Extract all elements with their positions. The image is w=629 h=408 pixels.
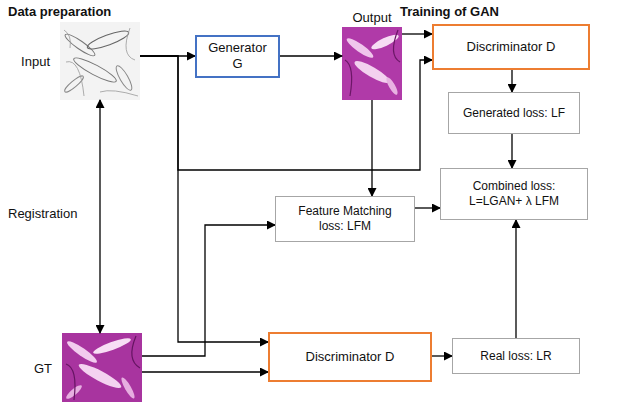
stain-lines	[345, 30, 400, 96]
section-heading: Data preparation	[8, 4, 111, 19]
image-label: GT	[34, 360, 52, 375]
stain-crystal	[384, 76, 399, 96]
discriminator-box: Discriminator D	[268, 332, 432, 382]
box-text: Feature Matching loss: LFM	[287, 204, 403, 234]
loss-box: Real loss: LR	[452, 338, 580, 374]
loss-box: Feature Matching loss: LFM	[275, 196, 415, 242]
gt-stain	[62, 333, 142, 402]
sketch-ground	[60, 22, 140, 100]
flow-arrow	[371, 100, 372, 196]
box-text: Real loss: LR	[480, 349, 551, 364]
flow-arrow	[142, 225, 275, 356]
sketch-crystal	[63, 31, 97, 58]
gt-image: GT	[62, 333, 142, 402]
flow-arrow	[432, 355, 452, 356]
stain-crystal	[76, 360, 123, 391]
stain-crystal	[345, 36, 376, 61]
flow-arrow	[142, 371, 268, 372]
box-text: Discriminator D	[306, 349, 395, 365]
flow-arrow	[511, 70, 512, 92]
box-text: Discriminator D	[467, 39, 556, 55]
section-heading: Training of GAN	[400, 4, 499, 19]
stain-crystal	[119, 376, 136, 400]
flow-arrow	[140, 56, 268, 342]
image-label: Output	[352, 10, 391, 25]
image-label: Input	[21, 54, 50, 69]
flow-arrow	[99, 100, 100, 333]
flow-arrow	[415, 207, 440, 208]
generator-box: Generator G	[195, 35, 280, 78]
output-stain	[342, 27, 402, 100]
input-sketch	[60, 22, 140, 100]
box-text: Combined loss: L=LGAN+ λ LFM	[455, 179, 573, 209]
combined-loss-box: Combined loss: L=LGAN+ λ LFM	[440, 168, 588, 220]
flow-arrow	[140, 56, 432, 170]
flow-arrow	[280, 55, 342, 56]
process-label: Registration	[8, 206, 77, 221]
flow-arrow	[402, 33, 432, 34]
input-image: Input	[60, 22, 140, 100]
output-image: Output	[342, 27, 402, 100]
stain-crystal	[352, 58, 392, 87]
box-text: Generator G	[203, 40, 273, 73]
stain-lines	[66, 336, 140, 400]
flow-arrow	[515, 220, 516, 338]
loss-box: Generated loss: LF	[448, 92, 580, 134]
discriminator-box: Discriminator D	[432, 24, 590, 70]
stain-ground	[62, 333, 142, 402]
stain-crystal	[92, 335, 132, 356]
sketch-lines	[64, 28, 138, 96]
stain-ground	[342, 27, 402, 100]
box-text: Generated loss: LF	[463, 106, 565, 121]
flow-arrow	[511, 134, 512, 168]
sketch-crystal	[63, 74, 85, 94]
sketch-crystal	[114, 64, 135, 92]
sketch-crystal	[86, 28, 131, 52]
